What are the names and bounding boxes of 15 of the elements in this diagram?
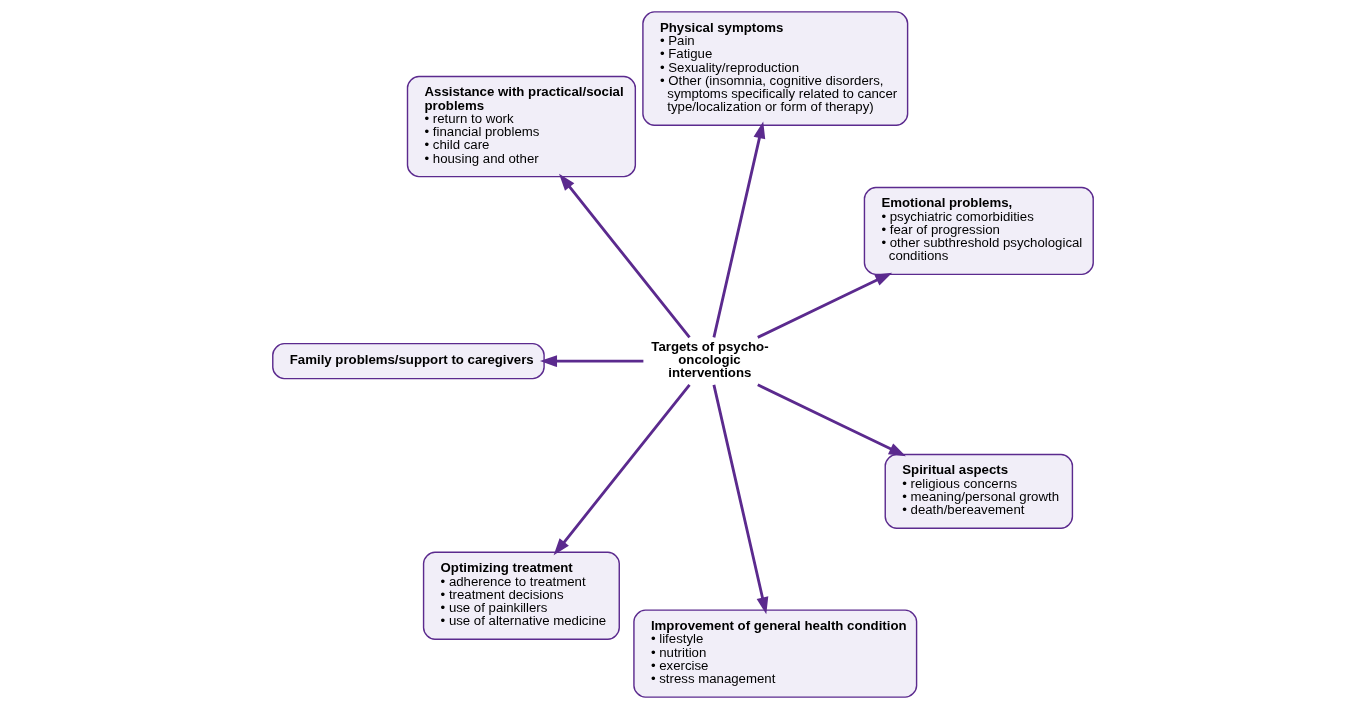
arrow <box>539 355 643 368</box>
arrow <box>553 384 691 556</box>
arrow <box>712 121 765 338</box>
node-text: Targets of psycho-oncologic interventions <box>650 338 769 381</box>
node-box: Spiritual aspects • religious concerns • meaning/personal growth • death/bereavement <box>884 453 1073 529</box>
node-box: Improvement of general health condition • lifestyle • nutrition • exercise • stress management <box>632 609 917 698</box>
node-box: Assistance with practical/social problems • return to work • financial problems • child care • housing and other <box>406 75 636 178</box>
node-box: Physical symptoms • Pain • Fatigue • Sexuality/reproduction • Other (insomnia, cognitive disorders, symptoms specifically related to cancer type/localization or form of therapy) <box>641 11 908 126</box>
arrow <box>756 272 892 339</box>
node-box: Family problems/support to caregivers <box>271 342 545 380</box>
arrow <box>712 384 768 615</box>
arrow <box>756 383 906 457</box>
node-box: Optimizing treatment • adherence to treatment • treatment decisions • use of painkillers • use of alternative medicine <box>422 551 620 640</box>
arrow <box>558 173 691 339</box>
node-box: Emotional problems, • psychiatric comorbidities • fear of progression • other subthreshold psychological conditions <box>863 186 1094 276</box>
